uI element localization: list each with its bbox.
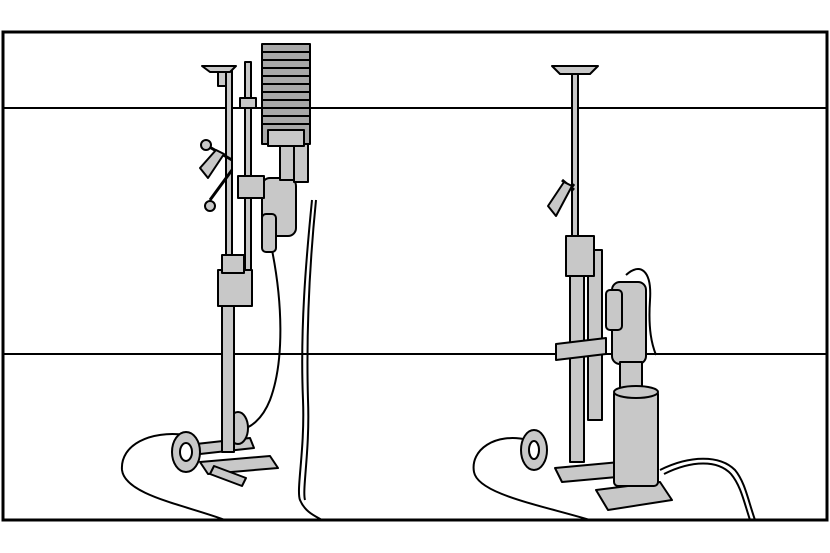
left-drill-rig bbox=[120, 43, 323, 521]
left-column bbox=[221, 289, 235, 453]
left-power-cord bbox=[120, 433, 226, 521]
right-hose bbox=[659, 457, 756, 521]
left-motor-cable bbox=[239, 249, 282, 431]
right-core-bit-icon bbox=[613, 385, 659, 487]
left-carriage bbox=[217, 269, 253, 307]
right-top-brace bbox=[551, 65, 599, 75]
frame-border bbox=[1, 30, 829, 522]
left-core-bit-icon bbox=[261, 43, 311, 147]
left-water-hose bbox=[297, 199, 323, 521]
right-drill-rig bbox=[472, 65, 756, 521]
right-motor-cable bbox=[625, 268, 657, 356]
right-power-cord bbox=[472, 437, 591, 521]
left-top-brace bbox=[201, 65, 237, 73]
